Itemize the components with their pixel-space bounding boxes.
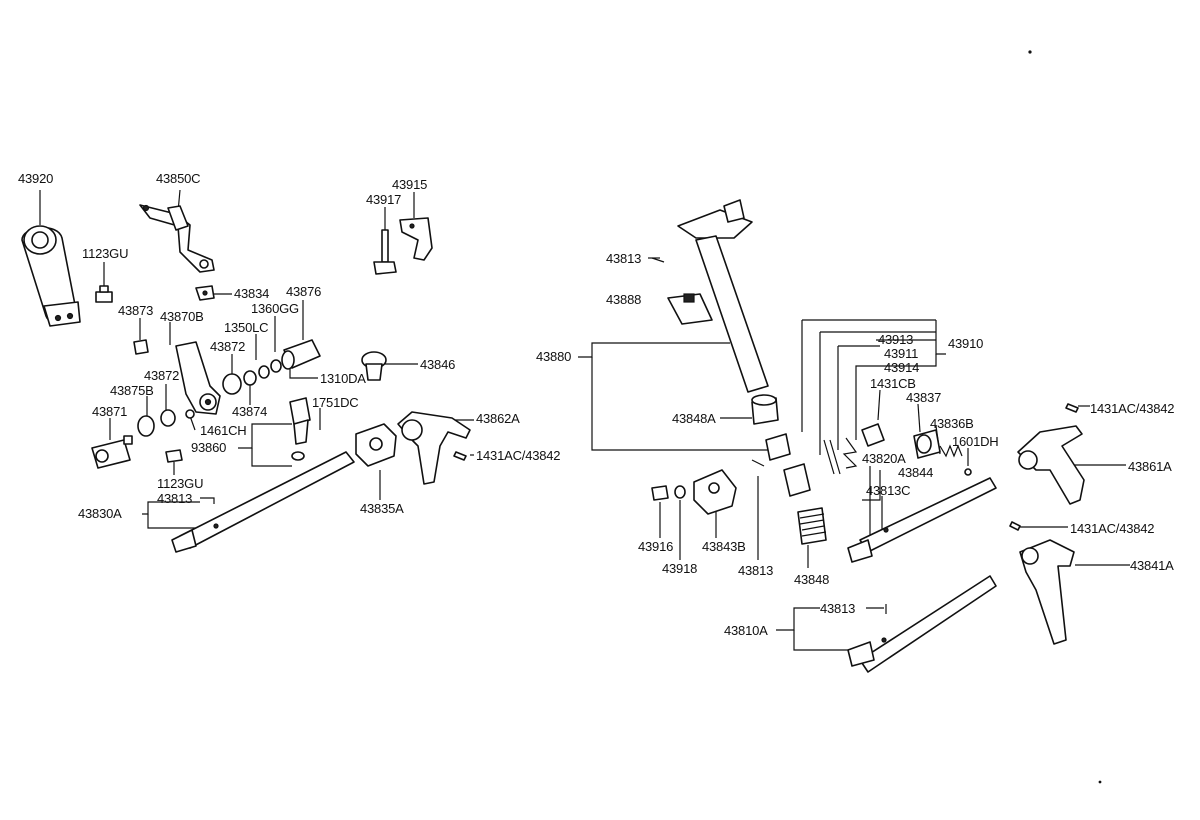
label-43861a: 43861A [1128, 459, 1172, 474]
label-43835a: 43835A [360, 501, 404, 516]
label-43876: 43876 [286, 284, 322, 299]
clip-43834 [195, 285, 215, 301]
label-43813-bottom: 43813 [820, 601, 856, 616]
label-43862a: 43862A [476, 411, 520, 426]
label-43848: 43848 [794, 572, 830, 587]
label-43841a: 43841A [1130, 558, 1174, 573]
label-43888: 43888 [606, 292, 642, 307]
fork-43862a [397, 411, 471, 485]
lever-43870b [175, 341, 221, 415]
label-43810a: 43810A [724, 623, 768, 638]
ball-1601dh [964, 468, 972, 476]
plug-43846 [361, 351, 387, 381]
block-43843b [693, 469, 737, 515]
spring-43836b [939, 444, 963, 458]
specks [1028, 50, 1102, 784]
cap-43873 [133, 339, 149, 355]
bracket-43915 [399, 217, 433, 261]
label-1123gu-bottom: 1123GU [157, 476, 204, 491]
interlock-43888 [667, 293, 713, 325]
plunger-43913-43911 [783, 439, 841, 497]
label-43920: 43920 [18, 171, 54, 186]
label-43875b: 43875B [110, 383, 154, 398]
label-1431ac-left: 1431AC/43842 [476, 448, 561, 463]
block-lower [765, 433, 791, 461]
label-43872-lower: 43872 [144, 368, 180, 383]
holder-43871 [91, 435, 133, 469]
label-43843b: 43843B [702, 539, 746, 554]
label-43913: 43913 [878, 332, 914, 347]
pin-43813-top [651, 257, 665, 263]
label-1360gg: 1360GG [251, 301, 299, 316]
label-43914: 43914 [884, 360, 920, 375]
label-43880: 43880 [536, 349, 572, 364]
label-43918: 43918 [662, 561, 698, 576]
pin-1431ac-right-bottom [1009, 521, 1021, 531]
switch-1751dc [289, 397, 311, 461]
shaft-43830a [171, 451, 355, 553]
pin-43813-mid [751, 459, 765, 467]
label-43813-left: 43813 [157, 491, 193, 506]
label-43820a: 43820A [862, 451, 906, 466]
bracket-43850c [139, 204, 215, 273]
bushing-43876 [281, 339, 321, 370]
label-1350lc: 1350LC [224, 320, 269, 335]
spring-43914 [842, 437, 858, 469]
label-1461ch: 1461CH [200, 423, 247, 438]
bushing-43875b [137, 409, 176, 437]
pin-1431ac-left [453, 451, 467, 461]
label-43916: 43916 [638, 539, 674, 554]
shaft-43820a [847, 477, 997, 563]
label-43813-top: 43813 [606, 251, 642, 266]
label-43813c: 43813C [866, 483, 911, 498]
label-43872-upper: 43872 [210, 339, 246, 354]
pin-1431ac-right-top [1065, 403, 1079, 413]
label-43873: 43873 [118, 303, 154, 318]
shaft-assy-43880 [677, 199, 769, 393]
washer-43918 [674, 485, 686, 499]
label-43844: 43844 [898, 465, 934, 480]
label-43837: 43837 [906, 390, 942, 405]
bolt-1123gu-top [95, 285, 113, 303]
label-1310da: 1310DA [320, 371, 366, 386]
label-43917: 43917 [366, 192, 402, 207]
label-43850c: 43850C [156, 171, 201, 186]
label-1751dc: 1751DC [312, 395, 359, 410]
clip-1461ch [185, 409, 195, 419]
label-43870b: 43870B [160, 309, 204, 324]
fork-43861a [1017, 425, 1085, 505]
bushing-43848a [751, 394, 779, 425]
plunger-1431cb [861, 423, 885, 447]
label-1431ac-right-bottom: 1431AC/43842 [1070, 521, 1155, 536]
label-43911: 43911 [884, 346, 919, 361]
label-43830a: 43830A [78, 506, 122, 521]
label-43813-mid: 43813 [738, 563, 774, 578]
label-43915: 43915 [392, 177, 428, 192]
label-43910: 43910 [948, 336, 984, 351]
label-1431cb: 1431CB [870, 376, 916, 391]
label-43848a: 43848A [672, 411, 716, 426]
label-43846: 43846 [420, 357, 456, 372]
shift-lever-43920 [21, 225, 81, 327]
washers-43872-1350lc-1360gg [222, 359, 282, 395]
block-43835a [355, 423, 397, 467]
label-43834: 43834 [234, 286, 270, 301]
label-43836b: 43836B [930, 416, 974, 431]
bolt-43917 [373, 229, 397, 275]
bolt-1123gu-bottom [165, 449, 183, 463]
leader-lines [39, 189, 1130, 651]
bolt-43916 [651, 485, 669, 501]
label-93860: 93860 [191, 440, 227, 455]
label-1431ac-right-top: 1431AC/43842 [1090, 401, 1175, 416]
label-1123gu-top: 1123GU [82, 246, 129, 261]
plug-43837 [913, 429, 941, 459]
spring-43848 [797, 507, 827, 545]
label-1601dh: 1601DH [952, 434, 999, 449]
label-43871: 43871 [92, 404, 128, 419]
shaft-43810a [847, 575, 997, 673]
fork-43841a [1019, 539, 1075, 645]
label-43874: 43874 [232, 404, 268, 419]
